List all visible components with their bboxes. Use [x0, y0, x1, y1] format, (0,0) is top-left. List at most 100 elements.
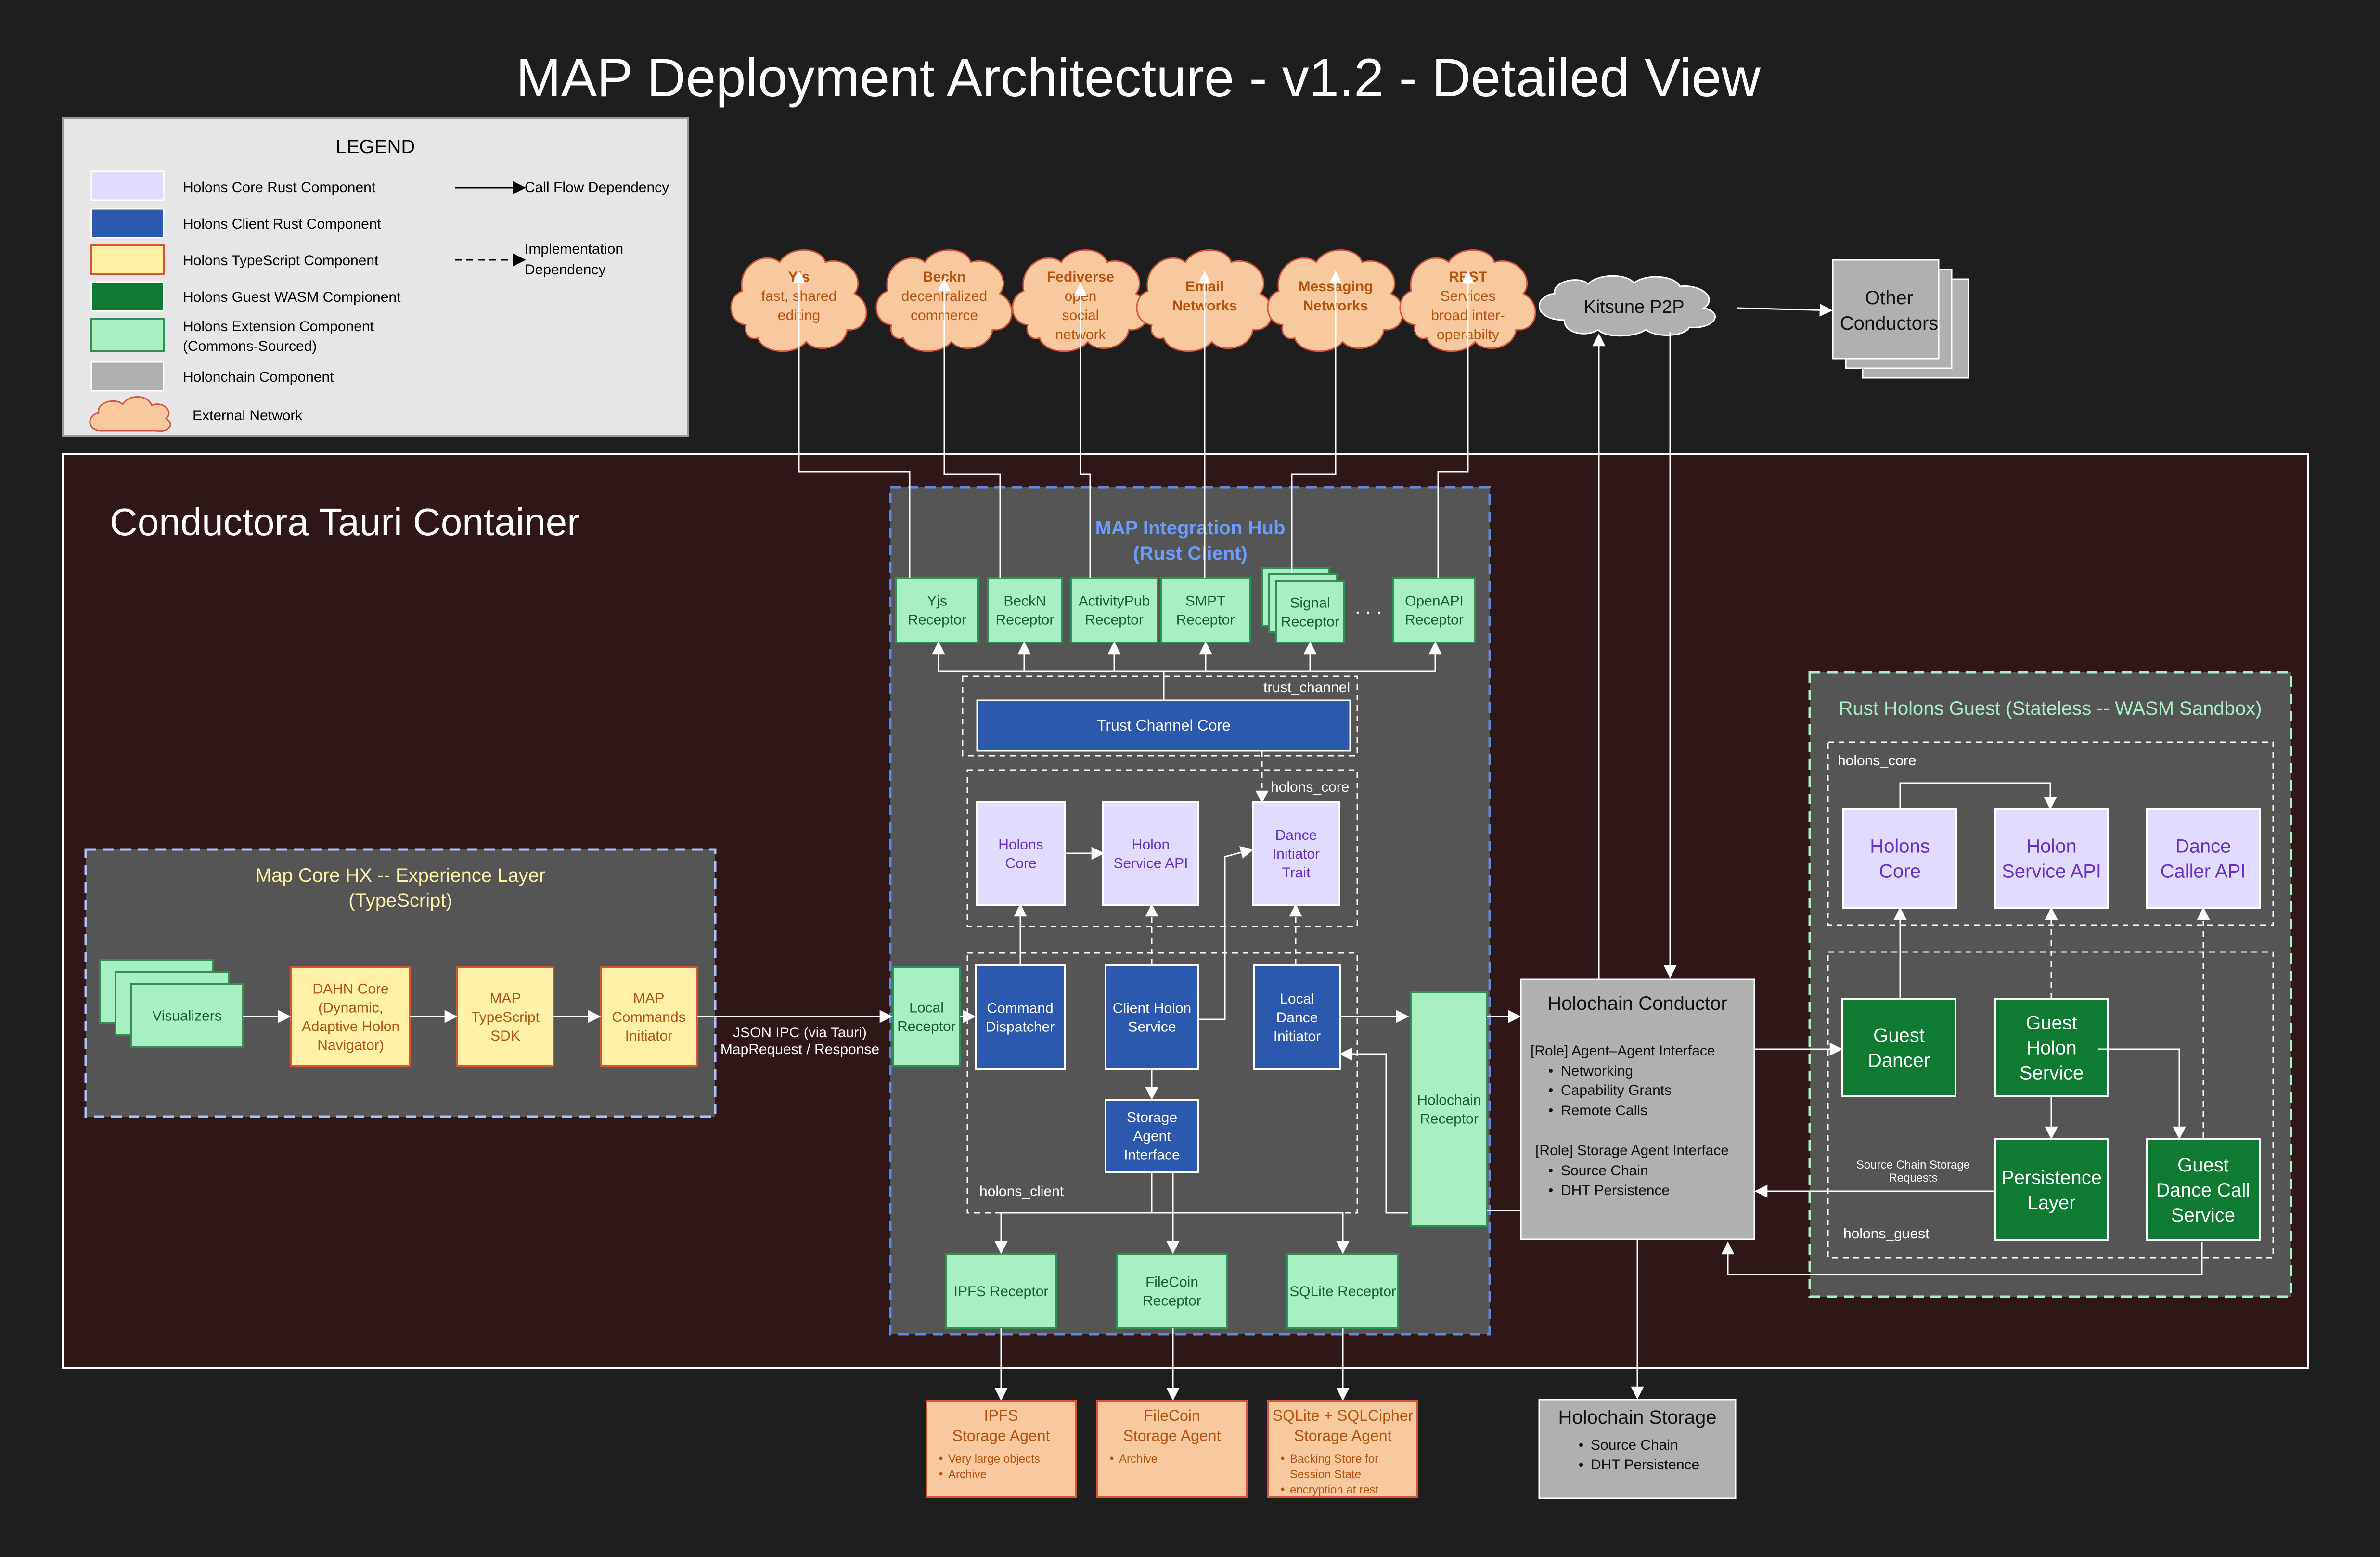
receptor-smpt-label-1: Receptor: [1176, 612, 1235, 628]
other-conductors: Other Conductors: [1832, 259, 1969, 379]
persistence-layer-label-1: Layer: [2027, 1192, 2075, 1213]
ipfs-receptor-label-0: IPFS Receptor: [954, 1284, 1049, 1300]
kitsune-p2p-cloud: Kitsune P2P: [1538, 275, 1716, 337]
map-typescript-sdk-label-0: MAP: [489, 991, 521, 1006]
guest-holon-service-label-1: Holon: [2026, 1038, 2077, 1059]
receptor-beckn-label-0: BeckN: [1003, 593, 1046, 609]
guest-holons-core-label-1: Core: [1879, 861, 1921, 882]
receptor-yjs-label-1: Receptor: [908, 612, 966, 628]
legend-item-typescript: Holons TypeScript Component: [183, 253, 379, 269]
guest-dancer-label-0: Guest: [1873, 1025, 1925, 1046]
trust-channel-core: [976, 699, 1351, 752]
legend-impl-dep-2: Dependency: [525, 262, 605, 278]
hub-dance-initiator-trait-label-2: Trait: [1282, 865, 1311, 881]
map-typescript-sdk-label-2: SDK: [490, 1028, 520, 1044]
storage-agent-0-item-1: Archive: [948, 1468, 987, 1481]
storage-agent-2-title-0: SQLite + SQLCipher: [1273, 1407, 1414, 1424]
hub-title-1: MAP Integration Hub: [1095, 517, 1286, 539]
source-chain-requests-1: Source Chain Storage: [1856, 1158, 1970, 1171]
guest-holons-core-label-0: Holons: [1870, 836, 1930, 857]
holons-client-group: [966, 952, 1358, 1214]
trust-channel-group: [962, 675, 1358, 757]
ipc-label-2: MapRequest / Response: [720, 1042, 879, 1057]
command-dispatcher-label-0: Command: [987, 1001, 1053, 1017]
legend: LEGEND Holons Core Rust Component Holons…: [62, 117, 689, 437]
trust-channel-core-label: Trust Channel Core: [1097, 717, 1231, 734]
filecoin-receptor-label-0: FileCoin: [1145, 1274, 1198, 1290]
legend-item-extension: Holons Extension Component: [183, 319, 374, 335]
receptor-smpt-label-0: SMPT: [1185, 593, 1225, 609]
visualizers-label-0: Visualizers: [152, 1008, 222, 1024]
holons-guest-label: holons_guest: [1843, 1226, 1930, 1242]
ipfs-receptor: IPFS Receptor: [945, 1253, 1057, 1329]
legend-impl-dep-1: Implementation: [525, 241, 623, 257]
conductor-role1-item2: Capability Grants: [1561, 1082, 1672, 1098]
storage-agent-interface-label-0: Storage: [1127, 1110, 1177, 1126]
storage-agent-2-item-1: Session State: [1290, 1468, 1361, 1481]
storage-agent-1-title-1: Storage Agent: [1123, 1427, 1221, 1444]
dahn-core-label-1: (Dynamic,: [318, 1000, 383, 1016]
guest-dance-call-service-label-1: Dance Call: [2156, 1180, 2251, 1201]
receptor-openapi-label-0: OpenAPI: [1405, 593, 1464, 609]
storage-agent-2-title-1: Storage Agent: [1294, 1427, 1392, 1444]
trust-channel-label: trust_channel: [1263, 680, 1350, 695]
other-conductors-line2: Conductors: [1840, 313, 1939, 334]
sqlite-receptor: SQLite Receptor: [1286, 1253, 1399, 1329]
local-dance-initiator-label-2: Initiator: [1274, 1029, 1321, 1044]
source-chain-requests-2: Requests: [1889, 1171, 1937, 1184]
legend-call-flow: Call Flow Dependency: [525, 180, 669, 195]
guest-dance-call-service-label-0: Guest: [2177, 1155, 2229, 1176]
persistence-layer-label-0: Persistence: [2001, 1167, 2102, 1188]
hub-dance-initiator-trait-label-1: Initiator: [1273, 846, 1320, 862]
legend-title: LEGEND: [336, 136, 415, 157]
guest-dancer-label-1: Dancer: [1868, 1050, 1930, 1071]
local-dance-initiator-label-1: Dance: [1276, 1010, 1318, 1026]
storage-agent-1-title-0: FileCoin: [1144, 1407, 1200, 1424]
ipc-label-1: JSON IPC (via Tauri): [733, 1025, 867, 1041]
client-holon-service-label-1: Service: [1128, 1019, 1176, 1035]
guest-dance-caller-api-label-0: Dance: [2175, 836, 2231, 857]
guest-holons-core-group: [1827, 741, 2274, 926]
guest-holon-service-label-2: Service: [2020, 1063, 2084, 1084]
hub-title-2: (Rust Client): [1133, 543, 1248, 564]
kitsune-label: Kitsune P2P: [1583, 297, 1684, 317]
holochain-conductor: Holochain Conductor [Role] Agent–Agent I…: [1520, 978, 1755, 1240]
conductor-role2: [Role] Storage Agent Interface: [1535, 1143, 1729, 1158]
holons-client-label: holons_client: [979, 1184, 1064, 1199]
hub-holon-service-api-label-0: Holon: [1132, 837, 1170, 853]
guest-dance-call-service-label-2: Service: [2171, 1205, 2235, 1226]
storage-agent-0-title-1: Storage Agent: [952, 1427, 1050, 1444]
legend-item-extension-sub: (Commons-Sourced): [183, 338, 317, 354]
conductor-role2-item2: DHT Persistence: [1561, 1183, 1670, 1198]
storage-agent-interface-label-2: Interface: [1124, 1147, 1180, 1163]
receptor-signal-label-1: Receptor: [1281, 614, 1339, 630]
guest-title: Rust Holons Guest (Stateless -- WASM San…: [1839, 698, 2262, 719]
hub-holons-core-label-1: Core: [1005, 856, 1036, 872]
storage-agent-2-item-0: Backing Store for: [1290, 1453, 1378, 1466]
map-commands-initiator-label-2: Initiator: [625, 1028, 672, 1044]
hub-dance-initiator-trait-label-0: Dance: [1275, 827, 1317, 843]
conductor-role1: [Role] Agent–Agent Interface: [1531, 1043, 1715, 1059]
receptor-ellipsis: . . .: [1355, 597, 1382, 618]
legend-item-guest: Holons Guest WASM Compionent: [183, 289, 401, 305]
holochain-storage: Holochain Storage Source Chain DHT Persi…: [1538, 1399, 1737, 1499]
visualizers: Visualizers: [130, 983, 244, 1048]
holochain-receptor-label-0: Holochain: [1417, 1093, 1481, 1108]
map-commands-initiator-label-0: MAP: [633, 991, 664, 1006]
conductor-role2-item1: Source Chain: [1561, 1163, 1648, 1179]
